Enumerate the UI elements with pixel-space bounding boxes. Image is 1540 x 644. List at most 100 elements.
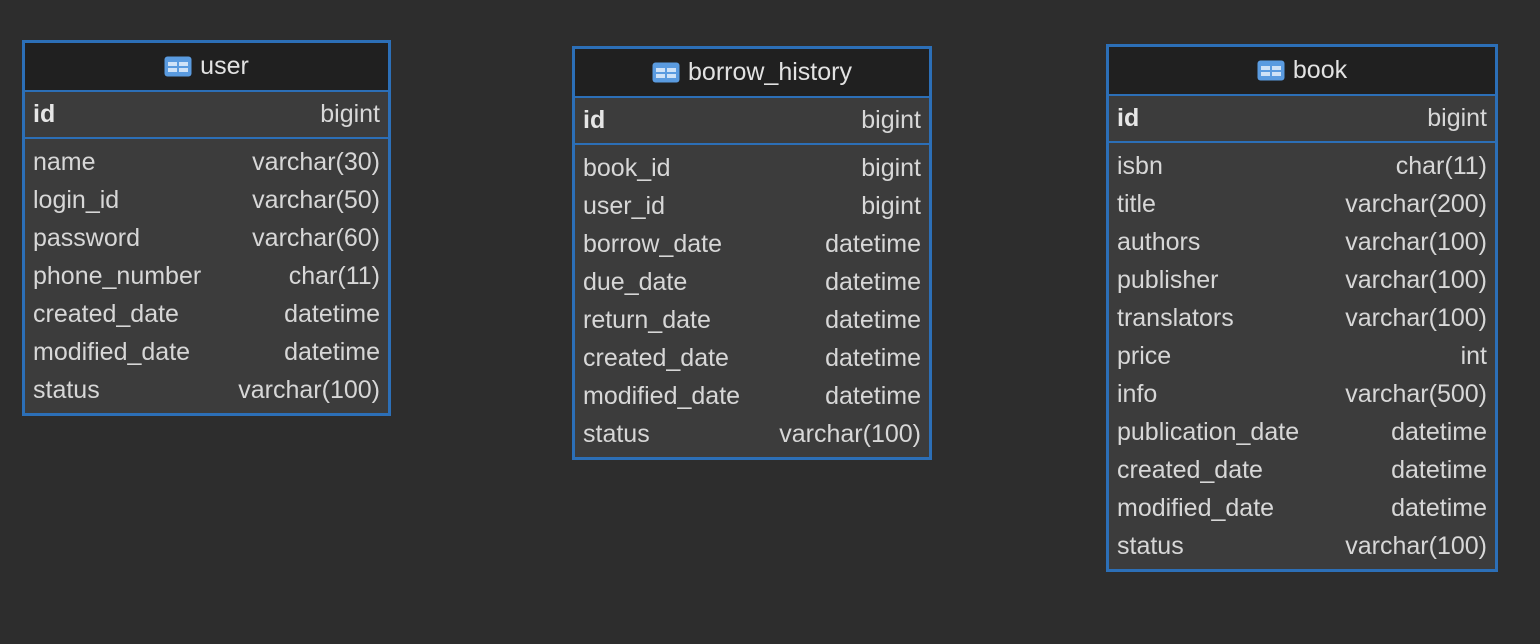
column-name: publication_date (1117, 417, 1300, 446)
column-row[interactable]: isbn char(11) (1109, 147, 1495, 185)
column-row[interactable]: authors varchar(100) (1109, 223, 1495, 261)
column-type: varchar(50) (252, 185, 380, 214)
column-type: varchar(100) (1345, 303, 1487, 332)
column-type: varchar(60) (252, 223, 380, 252)
column-type: bigint (861, 106, 921, 134)
column-name: info (1117, 379, 1158, 408)
table-header: user (25, 43, 388, 92)
table-header: book (1109, 47, 1495, 96)
column-name: status (1117, 531, 1184, 560)
column-row[interactable]: book_id bigint (575, 149, 929, 187)
column-row[interactable]: title varchar(200) (1109, 185, 1495, 223)
column-type: datetime (825, 343, 921, 372)
column-name: modified_date (583, 381, 741, 410)
column-name: password (33, 223, 140, 252)
column-row[interactable]: publication_date datetime (1109, 413, 1495, 451)
column-row[interactable]: status varchar(100) (25, 371, 388, 409)
column-type: varchar(100) (1345, 265, 1487, 294)
column-type: varchar(100) (779, 419, 921, 448)
table-title: book (1292, 56, 1348, 84)
primary-key-row[interactable]: id bigint (1109, 96, 1495, 143)
column-type: varchar(500) (1345, 379, 1487, 408)
column-type: bigint (1427, 104, 1487, 132)
column-name: modified_date (1117, 493, 1275, 522)
column-type: varchar(30) (252, 147, 380, 176)
column-name: publisher (1117, 265, 1219, 294)
column-type: datetime (1391, 417, 1487, 446)
column-type: datetime (284, 337, 380, 366)
column-name: name (33, 147, 96, 176)
column-type: bigint (861, 153, 921, 182)
column-row[interactable]: password varchar(60) (25, 219, 388, 257)
column-name: due_date (583, 267, 688, 296)
column-name: created_date (33, 299, 179, 328)
column-name: borrow_date (583, 229, 722, 258)
table-icon (164, 56, 192, 77)
column-type: int (1460, 341, 1487, 370)
column-type: varchar(100) (1345, 531, 1487, 560)
table-book[interactable]: book id bigint isbn char(11) title varchar(200… (1106, 44, 1498, 572)
column-type: varchar(100) (1345, 227, 1487, 256)
column-name: price (1117, 341, 1172, 370)
column-row[interactable]: due_date datetime (575, 263, 929, 301)
column-row[interactable]: translators varchar(100) (1109, 299, 1495, 337)
column-list: name varchar(30) login_id varchar(50) passwo… (25, 139, 388, 413)
column-name: modified_date (33, 337, 191, 366)
column-type: bigint (861, 191, 921, 220)
column-name: status (33, 375, 100, 404)
column-row[interactable]: created_date datetime (1109, 451, 1495, 489)
table-icon (652, 62, 680, 83)
column-list: isbn char(11) title varchar(200) authors varc… (1109, 143, 1495, 569)
column-row[interactable]: modified_date datetime (575, 377, 929, 415)
column-row[interactable]: status varchar(100) (575, 415, 929, 453)
column-name: translators (1117, 303, 1234, 332)
column-type: datetime (1391, 493, 1487, 522)
column-name: created_date (1117, 455, 1263, 484)
column-name: id (583, 106, 606, 134)
column-name: id (33, 100, 56, 128)
column-type: char(11) (1395, 151, 1487, 180)
column-row[interactable]: modified_date datetime (1109, 489, 1495, 527)
column-type: char(11) (288, 261, 380, 290)
column-name: status (583, 419, 650, 448)
column-row[interactable]: status varchar(100) (1109, 527, 1495, 565)
column-name: id (1117, 104, 1140, 132)
column-type: datetime (825, 305, 921, 334)
column-name: user_id (583, 191, 665, 220)
table-title: user (200, 52, 249, 80)
table-header: borrow_history (575, 49, 929, 98)
column-name: created_date (583, 343, 729, 372)
primary-key-row[interactable]: id bigint (25, 92, 388, 139)
column-name: phone_number (33, 261, 202, 290)
column-row[interactable]: info varchar(500) (1109, 375, 1495, 413)
column-name: title (1117, 189, 1156, 218)
column-row[interactable]: modified_date datetime (25, 333, 388, 371)
column-type: datetime (284, 299, 380, 328)
column-row[interactable]: user_id bigint (575, 187, 929, 225)
column-type: datetime (825, 229, 921, 258)
column-row[interactable]: borrow_date datetime (575, 225, 929, 263)
primary-key-row[interactable]: id bigint (575, 98, 929, 145)
column-name: login_id (33, 185, 120, 214)
column-type: datetime (825, 267, 921, 296)
column-row[interactable]: created_date datetime (25, 295, 388, 333)
column-row[interactable]: name varchar(30) (25, 143, 388, 181)
column-row[interactable]: phone_number char(11) (25, 257, 388, 295)
column-type: bigint (320, 100, 380, 128)
column-name: authors (1117, 227, 1201, 256)
column-row[interactable]: price int (1109, 337, 1495, 375)
column-row[interactable]: publisher varchar(100) (1109, 261, 1495, 299)
column-row[interactable]: created_date datetime (575, 339, 929, 377)
column-row[interactable]: login_id varchar(50) (25, 181, 388, 219)
column-name: book_id (583, 153, 671, 182)
column-type: varchar(200) (1345, 189, 1487, 218)
table-title: borrow_history (688, 58, 852, 86)
column-type: datetime (1391, 455, 1487, 484)
column-name: isbn (1117, 151, 1163, 180)
column-type: varchar(100) (238, 375, 380, 404)
column-type: datetime (825, 381, 921, 410)
